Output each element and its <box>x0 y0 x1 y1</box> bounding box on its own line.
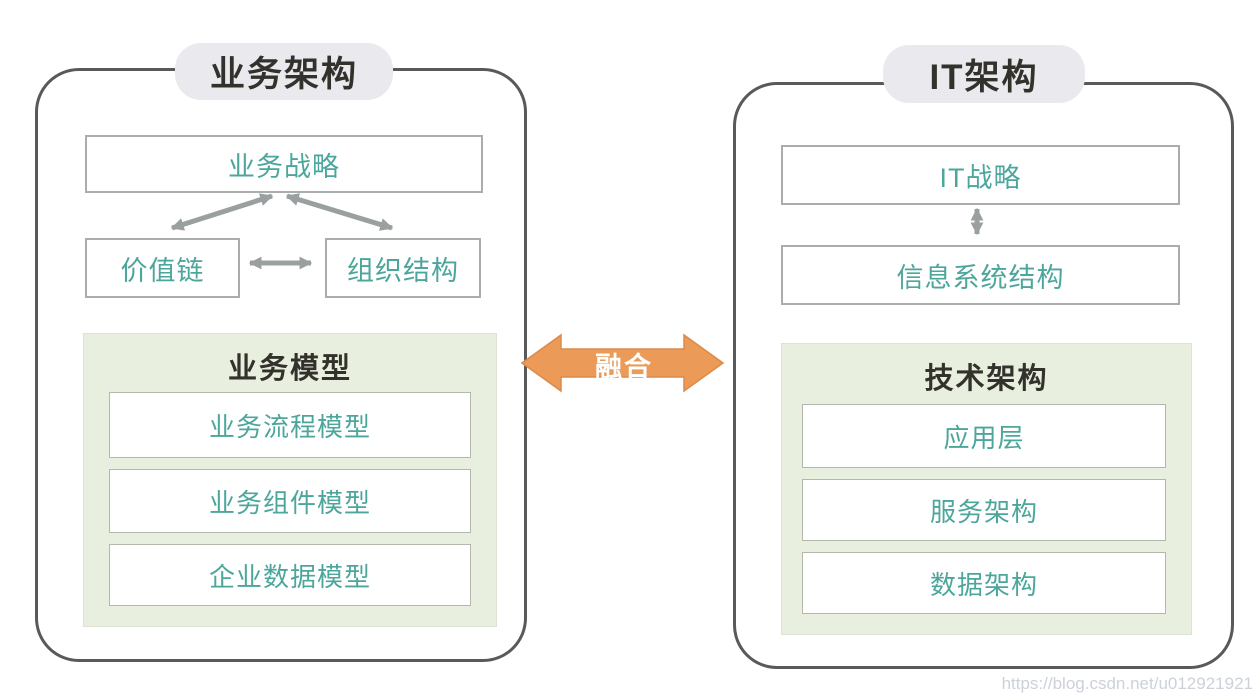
application-layer-box: 应用层 <box>802 404 1166 468</box>
fusion-label: 融合 <box>595 351 653 382</box>
org-structure-label: 组织结构 <box>347 255 459 286</box>
it-architecture-panel: IT架构 IT战略 信息系统结构 技术架构 应用层 服务架构 数据架构 <box>733 45 1234 669</box>
business-strategy-label: 业务战略 <box>228 151 340 182</box>
service-architecture-box: 服务架构 <box>802 479 1166 541</box>
business-architecture-title-badge: 业务架构 <box>175 43 393 100</box>
enterprise-data-model-label: 企业数据模型 <box>208 561 371 592</box>
it-strategy-box: IT战略 <box>781 145 1180 205</box>
business-model-title: 业务模型 <box>227 353 352 385</box>
business-component-model-label: 业务组件模型 <box>208 487 371 518</box>
data-architecture-label: 数据架构 <box>929 569 1038 600</box>
business-process-model-box: 业务流程模型 <box>109 392 471 458</box>
info-system-structure-box: 信息系统结构 <box>781 245 1180 305</box>
service-architecture-label: 服务架构 <box>929 496 1038 527</box>
info-system-structure-label: 信息系统结构 <box>896 262 1065 293</box>
data-architecture-box: 数据架构 <box>802 552 1166 614</box>
it-architecture-title-badge: IT架构 <box>883 45 1085 103</box>
business-component-model-box: 业务组件模型 <box>109 469 471 533</box>
business-process-model-label: 业务流程模型 <box>208 411 371 442</box>
technology-architecture-container: 技术架构 应用层 服务架构 数据架构 <box>781 343 1192 635</box>
business-model-container: 业务模型 业务流程模型 业务组件模型 企业数据模型 <box>83 333 497 627</box>
enterprise-data-model-box: 企业数据模型 <box>109 544 471 606</box>
org-structure-box: 组织结构 <box>325 238 481 298</box>
watermark: https://blog.csdn.net/u012921921 <box>1001 674 1253 693</box>
business-strategy-box: 业务战略 <box>85 135 483 193</box>
it-strategy-label: IT战略 <box>939 162 1022 193</box>
business-architecture-panel: 业务架构 业务战略 价值链 组织结构 业务模型 业务流程模型 业务组件模型 企业… <box>35 43 527 662</box>
it-architecture-title: IT架构 <box>929 57 1039 97</box>
value-chain-label: 价值链 <box>120 255 205 286</box>
value-chain-box: 价值链 <box>85 238 240 298</box>
technology-architecture-title: 技术架构 <box>924 363 1049 395</box>
application-layer-label: 应用层 <box>943 422 1025 453</box>
business-architecture-title: 业务架构 <box>209 55 358 94</box>
